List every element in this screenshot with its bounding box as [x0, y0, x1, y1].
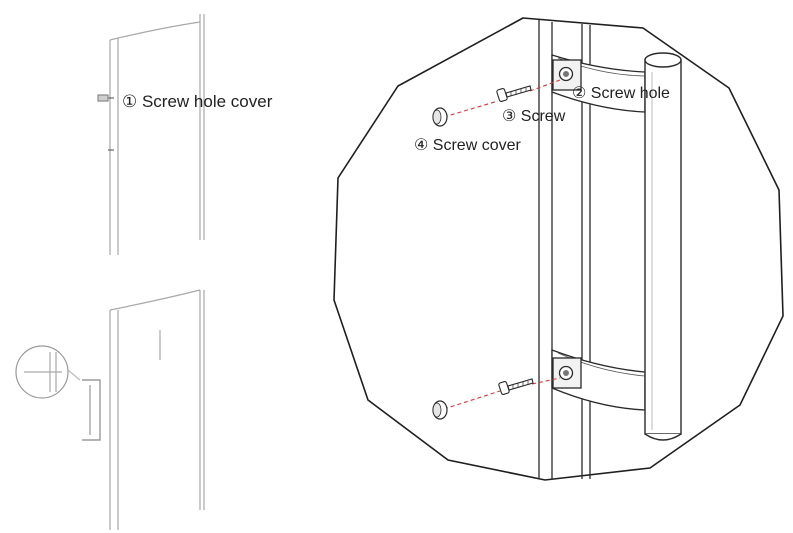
upper-screw	[496, 85, 532, 102]
upper-door-panel	[97, 14, 205, 255]
detail-callout-circle	[15, 345, 81, 399]
lower-bracket	[551, 349, 646, 411]
handle-bar	[644, 52, 682, 441]
lower-screw-cover	[432, 400, 448, 420]
upper-screw-cover	[432, 107, 448, 127]
label-screw-hole: ② Screw hole	[572, 85, 670, 102]
leader-lines	[443, 79, 561, 410]
magnified-detail	[333, 17, 784, 481]
screw-hole-cover-mark	[97, 94, 109, 102]
label-screw-hole-cover: ① Screw hole cover	[122, 92, 273, 111]
label-screw: ③ Screw	[502, 108, 566, 125]
lower-screw	[498, 378, 534, 395]
door-overview	[15, 14, 205, 530]
lower-door-panel	[82, 289, 205, 530]
label-screw-cover: ④ Screw cover	[414, 137, 521, 154]
